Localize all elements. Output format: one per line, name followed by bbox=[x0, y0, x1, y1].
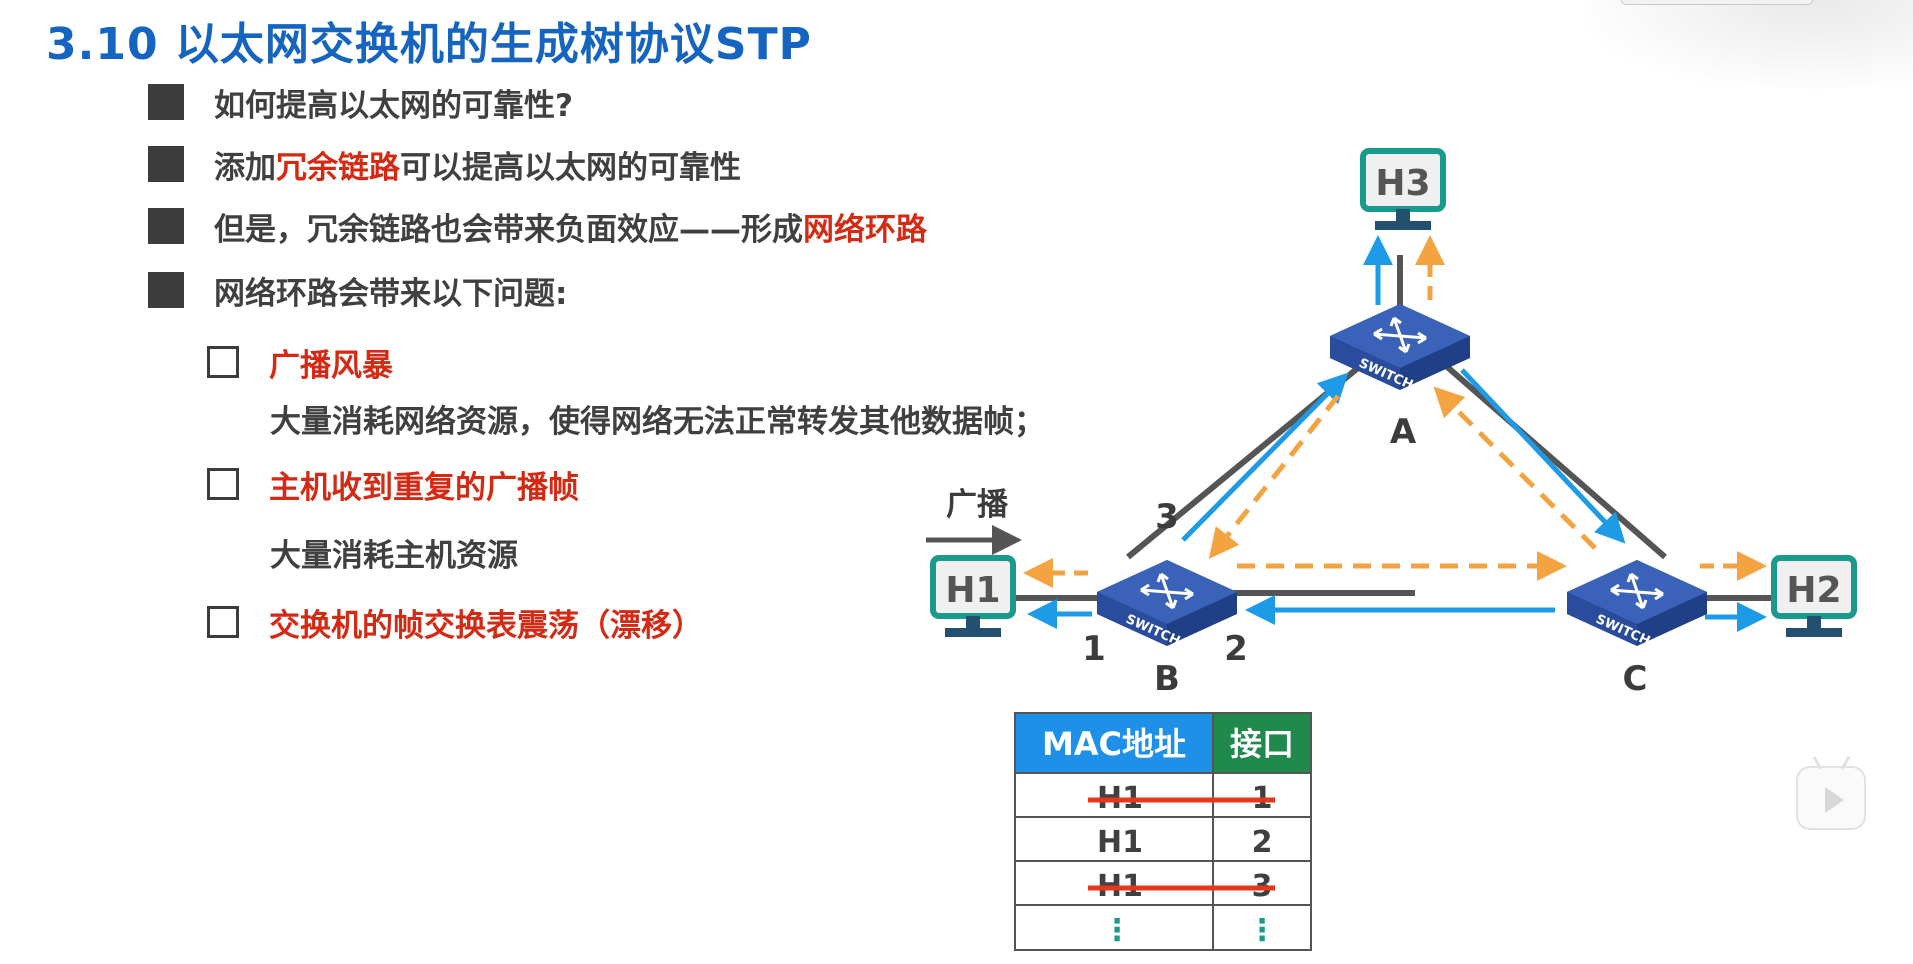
bullet-text: 网络环路会带来以下问题: bbox=[214, 275, 568, 312]
switch-b-icon: SWITCH bbox=[1095, 558, 1239, 649]
switch-a-label: A bbox=[1390, 412, 1417, 452]
port-2-label: 2 bbox=[1224, 629, 1248, 669]
mac-header: MAC地址 bbox=[1042, 725, 1186, 763]
bullet-square-icon bbox=[148, 84, 184, 120]
orange-arrow-a-to-b bbox=[1208, 394, 1340, 559]
problem-duplicate-frames: 主机收到重复的广播帧 bbox=[207, 462, 579, 506]
switch-a-icon: SWITCH bbox=[1328, 302, 1472, 393]
host-label: H1 bbox=[945, 570, 1000, 611]
switch-c-label: C bbox=[1623, 659, 1648, 699]
broadcast-label: 广播 bbox=[946, 487, 1009, 523]
switch-c-icon: SWITCH bbox=[1565, 558, 1709, 649]
bullet-text: 但是，冗余链路也会带来负面效应——形成 bbox=[214, 211, 803, 248]
bullet-highlight: 网络环路 bbox=[803, 211, 927, 248]
port-header-bg bbox=[1213, 713, 1311, 773]
table-row-port: ⋮ bbox=[1247, 913, 1277, 948]
host-h1-icon: H1 bbox=[933, 558, 1013, 637]
switch-b-label: B bbox=[1154, 659, 1180, 699]
mac-header-bg bbox=[1015, 713, 1213, 773]
table-row-port: 2 bbox=[1252, 825, 1273, 860]
table-border bbox=[1014, 712, 1312, 951]
problem-title: 交换机的帧交换表震荡（漂移） bbox=[269, 607, 703, 644]
bullet-redundant-links: 添加冗余链路可以提高以太网的可靠性 bbox=[148, 142, 741, 186]
bullet-text: 可以提高以太网的可靠性 bbox=[400, 149, 741, 186]
table-row-mac: H1 bbox=[1097, 825, 1143, 860]
problem-broadcast-storm: 广播风暴 bbox=[207, 340, 393, 384]
port-1-label: 1 bbox=[1082, 629, 1106, 669]
host-label: H2 bbox=[1786, 570, 1841, 611]
problem-title: 主机收到重复的广播帧 bbox=[269, 469, 579, 506]
table-row-mac: ⋮ bbox=[1102, 913, 1132, 948]
problem-desc: 大量消耗主机资源 bbox=[270, 538, 518, 574]
blue-arrow-b-to-a bbox=[1181, 372, 1349, 542]
blue-arrow-a-to-c bbox=[1460, 368, 1626, 544]
bullet-negative-effect: 但是，冗余链路也会带来负面效应——形成网络环路 bbox=[148, 204, 927, 248]
checkbox-square-icon bbox=[207, 606, 239, 638]
host-h3-icon: H3 bbox=[1363, 151, 1443, 230]
port-header: 接口 bbox=[1230, 725, 1294, 763]
bullet-text: 如何提高以太网的可靠性? bbox=[214, 87, 573, 124]
checkbox-square-icon bbox=[207, 346, 239, 378]
problem-title: 广播风暴 bbox=[269, 347, 393, 384]
port-3-label: 3 bbox=[1155, 497, 1179, 537]
checkbox-square-icon bbox=[207, 468, 239, 500]
mac-address-table: MAC地址 接口 H1 1 H1 2 H1 3 ⋮ ⋮ bbox=[1014, 712, 1312, 951]
video-play-button[interactable] bbox=[1796, 756, 1866, 830]
link-a-c bbox=[1435, 355, 1667, 560]
bullet-reliability-question: 如何提高以太网的可靠性? bbox=[148, 80, 573, 124]
host-label: H3 bbox=[1375, 163, 1430, 204]
bullet-square-icon bbox=[148, 272, 184, 308]
host-h2-icon: H2 bbox=[1774, 558, 1854, 637]
bullet-square-icon bbox=[148, 146, 184, 182]
orange-arrow-c-to-a bbox=[1433, 386, 1597, 550]
window-corner-shadow bbox=[1583, 0, 1913, 90]
slide-title: 3.10 以太网交换机的生成树协议STP bbox=[46, 19, 812, 70]
problem-table-oscillation: 交换机的帧交换表震荡（漂移） bbox=[207, 600, 703, 644]
bullet-loop-problems: 网络环路会带来以下问题: bbox=[148, 268, 567, 312]
problem-desc: 大量消耗网络资源，使得网络无法正常转发其他数据帧； bbox=[270, 404, 1045, 440]
bullet-text: 添加 bbox=[214, 149, 276, 186]
bullet-highlight: 冗余链路 bbox=[276, 149, 400, 186]
play-icon bbox=[1825, 787, 1844, 813]
bullet-square-icon bbox=[148, 208, 184, 244]
